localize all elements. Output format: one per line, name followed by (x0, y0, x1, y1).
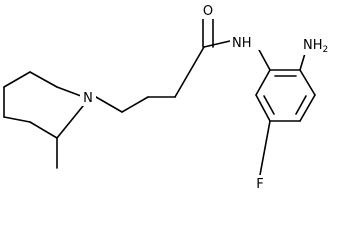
chain-bond (174, 46, 205, 98)
amine-n-text: N (303, 38, 313, 53)
amide-n-text: N (232, 36, 242, 51)
piperidine-bond (29, 71, 58, 88)
oxygen-label: O (203, 4, 213, 19)
amine-h-count-text: 2 (323, 45, 329, 55)
amine-nh2-group: NH2 (301, 35, 345, 55)
bond-layer (3, 17, 316, 176)
chemical-structure-diagram: O NH N NH2 F (3, 1, 345, 190)
aromatic-bond (299, 69, 316, 96)
piperidine-bond (29, 121, 58, 139)
amide-nh-group: NH (230, 32, 264, 51)
ring-n-label: N (83, 91, 93, 106)
fluoro-bond (259, 120, 271, 176)
aromatic-inner-bond (295, 95, 307, 115)
aromatic-bond (255, 69, 271, 96)
oxygen-atom: O (200, 1, 216, 19)
piperidine-nitrogen: N (80, 88, 96, 106)
piperidine-bond (56, 105, 84, 139)
amine-nh2-label: NH2 (303, 38, 328, 55)
piperidine-bond (3, 71, 31, 88)
structure-canvas: O NH N NH2 F (3, 1, 345, 190)
piperidine-bond (56, 86, 82, 97)
aromatic-bond (255, 94, 271, 122)
amine-h-text: H (313, 38, 323, 53)
piperidine-bond (3, 116, 31, 123)
fluorine-atom: F (253, 175, 267, 190)
amide-nh-label: NH (232, 36, 252, 51)
n-aryl-bond (257, 47, 271, 71)
chain-bond (121, 96, 149, 113)
aromatic-inner-bond (263, 95, 275, 115)
amide-h-text: H (242, 36, 252, 51)
aromatic-bond (299, 94, 316, 122)
amide-bond (203, 40, 231, 48)
fluorine-label: F (256, 177, 263, 190)
chain-bond (95, 96, 123, 113)
